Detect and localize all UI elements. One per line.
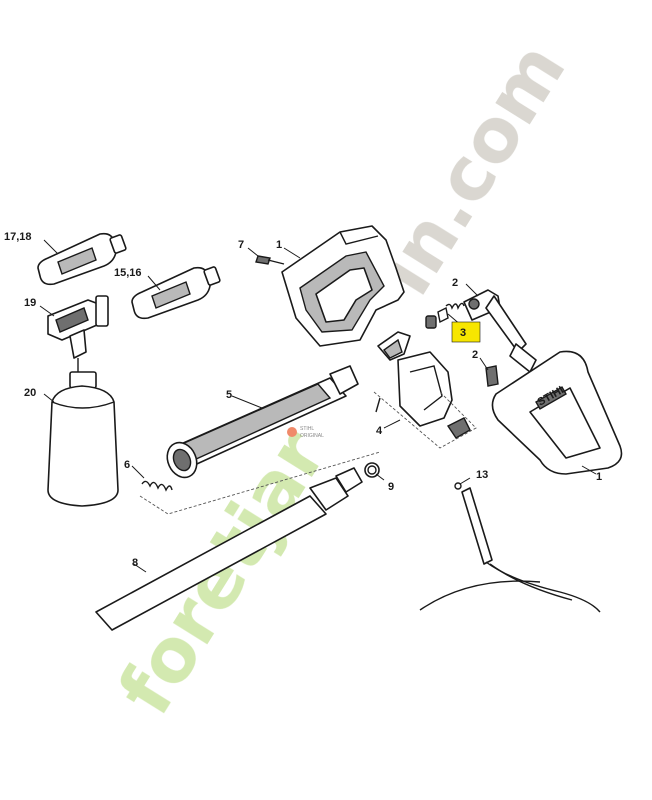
part-foam-bottle-20 bbox=[47, 371, 119, 507]
part-lance-tube-5 bbox=[166, 365, 359, 479]
part-labels: 17,18 7 1 15,16 19 2 3 2 20 5 4 1 6 9 13… bbox=[4, 231, 602, 569]
part-oring-9 bbox=[364, 462, 380, 478]
label-2-connector: 2 bbox=[452, 277, 458, 289]
label-17-18: 17,18 bbox=[4, 231, 32, 243]
part-valve-3 bbox=[425, 302, 465, 329]
part-lance-8 bbox=[95, 467, 363, 631]
stamp-line1: STIHL bbox=[300, 426, 314, 432]
label-5: 5 bbox=[226, 389, 232, 401]
part-screw-7 bbox=[255, 255, 285, 265]
part-clip-2 bbox=[485, 365, 499, 387]
watermark-green-text: foretjar bbox=[102, 415, 343, 730]
part-connector-2 bbox=[463, 289, 537, 373]
label-19: 19 bbox=[24, 297, 36, 309]
label-15-16: 15,16 bbox=[114, 267, 142, 279]
label-3: 3 bbox=[460, 327, 466, 339]
label-8: 8 bbox=[132, 557, 138, 569]
highlight-box bbox=[451, 321, 481, 343]
label-13: 13 bbox=[476, 469, 488, 481]
label-1-gun-handle: 1 bbox=[596, 471, 602, 483]
label-2-clip: 2 bbox=[472, 349, 478, 361]
part-nozzle-15-16 bbox=[131, 266, 221, 320]
part-spring-6 bbox=[139, 451, 381, 515]
label-9: 9 bbox=[388, 481, 394, 493]
part-gun-handle-1: STIHL bbox=[491, 350, 623, 475]
part-nozzle-17-18 bbox=[37, 232, 127, 286]
label-1-handle-shell: 1 bbox=[276, 239, 282, 251]
part-handle-shell-1 bbox=[281, 225, 405, 347]
label-4: 4 bbox=[376, 425, 383, 437]
part-foam-nozzle-19 bbox=[47, 295, 109, 376]
label-20: 20 bbox=[24, 387, 36, 399]
stamp-line2: ORIGINAL bbox=[300, 433, 324, 439]
original-stamp: STIHL ORIGINAL bbox=[287, 426, 324, 439]
label-6: 6 bbox=[124, 459, 130, 471]
label-7: 7 bbox=[238, 239, 244, 251]
part-hose-13 bbox=[419, 482, 601, 613]
part-trigger-cover-4 bbox=[373, 331, 477, 449]
